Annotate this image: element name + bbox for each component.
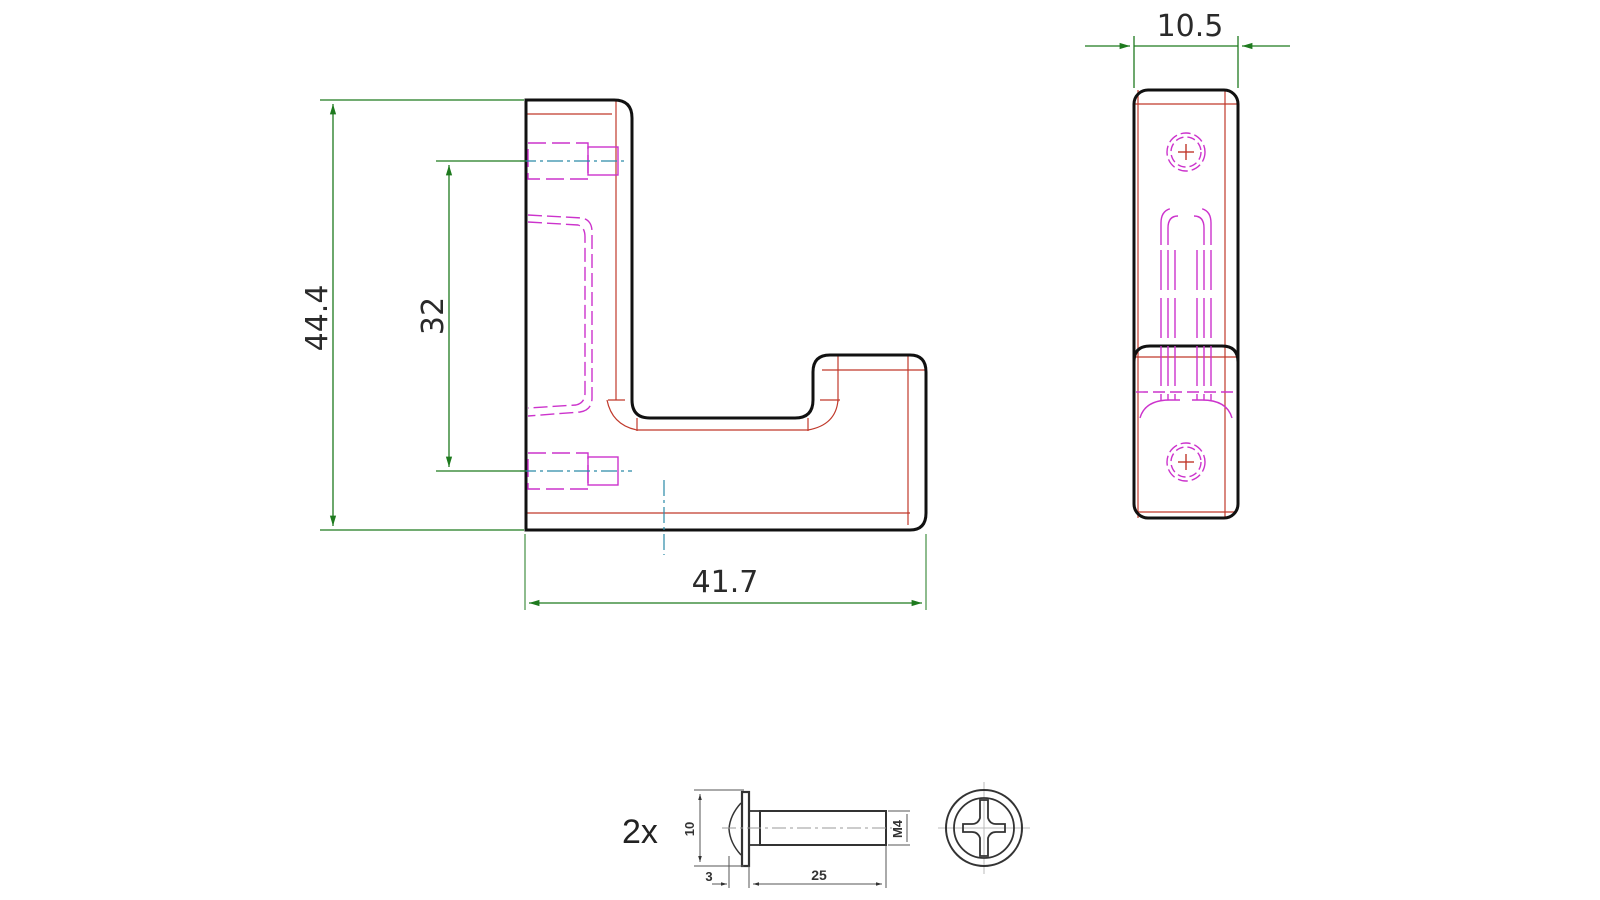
screw-detail: 2x 10 3 25 M4 xyxy=(622,782,1030,888)
side-outline xyxy=(1132,88,1240,520)
front-view: 44.4 32 41.7 xyxy=(300,98,928,610)
head-thickness-label: 3 xyxy=(705,869,712,884)
screw-quantity-label: 2x xyxy=(622,813,658,851)
width-dimension-label: 41.7 xyxy=(692,565,759,600)
screw-end-view xyxy=(938,782,1030,874)
height-dimension-label: 44.4 xyxy=(300,285,335,352)
tangent-lines xyxy=(525,100,925,525)
dimensions-front xyxy=(320,99,927,610)
hole-spacing-dimension-label: 32 xyxy=(416,297,451,335)
side-tangent-lines xyxy=(1135,90,1237,518)
hidden-lines xyxy=(527,142,619,490)
thread-size-label: M4 xyxy=(890,819,905,838)
screw-head xyxy=(740,790,751,868)
screw-length-label: 25 xyxy=(811,867,827,883)
side-hidden-lines xyxy=(1136,132,1236,482)
dimensions-side xyxy=(1085,36,1290,88)
head-diameter-label: 10 xyxy=(682,822,697,836)
center-lines xyxy=(520,160,665,555)
hole-center-marks xyxy=(1178,144,1194,470)
thickness-dimension-label: 10.5 xyxy=(1157,9,1224,44)
hook-outline xyxy=(524,98,928,532)
phillips-cross-icon xyxy=(962,799,1006,857)
side-view: 10.5 xyxy=(1085,9,1290,520)
